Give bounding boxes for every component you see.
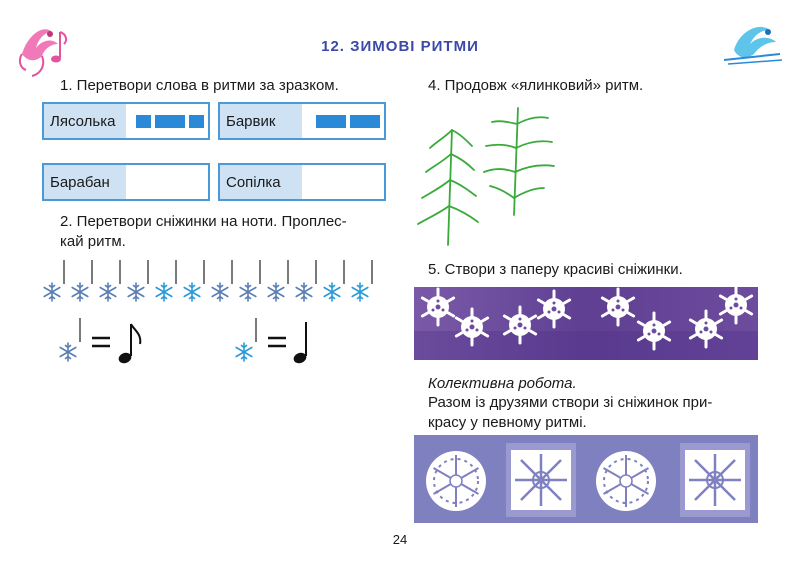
group-line2: красу у певному ритмі.: [428, 414, 587, 431]
tree-icon: [483, 107, 555, 216]
snowflake-note: [267, 260, 289, 302]
snowflake-note: [295, 260, 317, 302]
snowflake-note: [239, 260, 261, 302]
snowflake-note: [211, 260, 233, 302]
snowflake-note: [183, 260, 205, 302]
snowflake-icon: [59, 342, 77, 362]
rhythm-bar-long: [155, 114, 185, 128]
christmas-tree-rhythm: [417, 107, 555, 246]
rhythm-bar-short: [136, 114, 151, 128]
snowflake-icon: [683, 448, 747, 512]
page-title: 12. ЗИМОВІ РИТМИ: [321, 38, 479, 55]
group-work-heading: Колективна робота.: [428, 375, 577, 392]
paper-snowflakes-photo: [414, 287, 758, 360]
group-work-instruction: Разом із друзями створи зі сніжинок при-…: [428, 393, 760, 433]
tree-icon: [417, 129, 479, 246]
page-number: 24: [392, 532, 408, 547]
rhythm-pattern: [316, 104, 380, 138]
legend-eighth-note: [59, 318, 142, 364]
task2-instruction: 2. Перетвори сніжинки на ноти. Проплес- …: [60, 212, 388, 252]
snowflake-note: [127, 260, 149, 302]
rhythm-pattern: [136, 104, 204, 138]
task4-instruction: 4. Продовж «ялинковий» ритм.: [428, 77, 644, 94]
snowflake-icon: [595, 450, 657, 512]
rhythm-bar-long: [316, 114, 346, 128]
task5-instruction: 5. Створи з паперу красиві сніжинки.: [428, 261, 683, 278]
snowflake-note: [323, 260, 345, 302]
word-label: Лясолька: [44, 104, 126, 138]
word-label: Барвик: [220, 104, 302, 138]
snowflake-note: [155, 260, 177, 302]
snowflake-icon: [509, 448, 573, 512]
word-box-lyasolka: Лясолька: [42, 102, 210, 140]
group-line1: Разом із друзями створи зі сніжинок при-: [428, 394, 713, 411]
pink-firebird-icon: [18, 29, 68, 77]
snowflake-note: [43, 260, 65, 302]
snowflake-note: [351, 260, 373, 302]
word-box-baraban[interactable]: Барабан: [42, 163, 210, 201]
task2-line2: кай ритм.: [60, 233, 126, 250]
snowflake-note: [71, 260, 93, 302]
task1-instruction: 1. Перетвори слова в ритми за зразком.: [60, 77, 339, 94]
rhythm-bar-long: [350, 114, 380, 128]
word-box-sopilka[interactable]: Сопілка: [218, 163, 386, 201]
word-box-barvyk: Барвик: [218, 102, 386, 140]
word-label: Барабан: [44, 165, 126, 199]
legend-quarter-note: [235, 318, 307, 364]
blue-firebird-icon: [723, 26, 783, 65]
snowflake-garland-photo: [414, 435, 758, 523]
snowflake-notes-row: [43, 260, 373, 302]
task2-line1: 2. Перетвори сніжинки на ноти. Проплес-: [60, 213, 347, 230]
snowflake-note: [99, 260, 121, 302]
snowflake-icon: [425, 450, 487, 512]
word-label: Сопілка: [220, 165, 302, 199]
snowflake-icon: [235, 342, 253, 362]
rhythm-bar-short: [189, 114, 204, 128]
